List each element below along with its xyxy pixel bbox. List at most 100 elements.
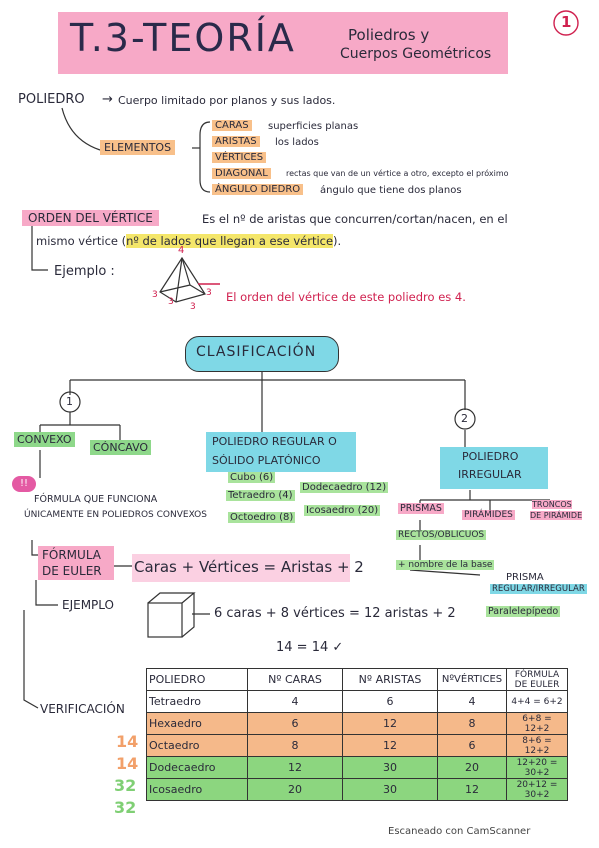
branch-number-2: 2 [461,412,468,425]
orden-label: ORDEN DEL VÉRTICE [22,210,159,226]
table-row: Tetraedro 4 6 4 4+4 = 6+2 [146,690,568,713]
clasificacion-box [185,336,339,372]
cell-poliedro: Icosaedro [146,778,248,801]
table-row: Hexaedro 6 12 8 6+8 = 12+2 [146,712,568,735]
element-caras: CARAS [212,120,252,131]
solid-octoedro: Octoedro (8) [228,512,296,523]
verificacion-table: POLIEDRO Nº CARAS Nº ARISTAS NºVÉRTICES … [146,668,568,801]
troncos-label-2: DE PIRÁMIDE [530,511,583,520]
cell-caras: 20 [247,778,343,801]
irregular-label-2: IRREGULAR [458,468,522,481]
solid-dodecaedro: Dodecaedro (12) [300,482,389,493]
prismas-label: PRISMAS [398,503,444,514]
table-row: Octaedro 8 12 6 8+6 = 12+2 [146,734,568,757]
formula-ejemplo-label: EJEMPLO [62,598,114,612]
solid-icosaedro: Icosaedro (20) [304,505,381,516]
convexo-label: CONVEXO [14,432,75,447]
troncos-label-1: TRONCOS [532,500,572,509]
header-caras: Nº CARAS [247,668,343,691]
orden-def-line2: mismo vértice (nº de lados que llegan a … [36,234,341,248]
orden-def-2b: nº de lados que llegan a ese vértice [126,234,334,248]
subtitle-line1: Poliedros y [348,26,430,44]
ejemplo-result: 14 = 14 ✓ [276,640,344,655]
cell-aristas: 30 [342,778,438,801]
cell-poliedro: Dodecaedro [146,756,248,779]
table-row: Icosaedro 20 30 12 20+12 = 30+2 [146,778,568,801]
page-title: T.3-TEORÍA [70,16,296,60]
header-poliedro: POLIEDRO [146,668,248,691]
pyramid-order-2: 3 [168,297,174,307]
regular-box [206,432,356,472]
row-sum-icosaedro: 32 [114,798,137,817]
element-angulo-desc: ángulo que tiene dos planos [320,185,462,196]
cell-poliedro: Hexaedro [146,712,248,735]
element-vertices: VÉRTICES [212,152,267,163]
pyramid-order-3: 3 [190,302,196,312]
regular-label-2: SÓLIDO PLATÓNICO [212,454,321,467]
solid-cubo: Cubo (6) [228,472,276,483]
euler-formula: Caras + Vértices = Aristas + 2 [134,558,364,576]
formula-label-2: DE EULER [42,564,102,578]
cell-euler: 20+12 = 30+2 [506,778,568,801]
ejemplo-equation: 6 caras + 8 vértices = 12 aristas + 2 [214,606,456,621]
branch-number-1: 1 [66,395,73,408]
verificacion-label: VERIFICACIÓN [40,702,125,716]
pyramid-order-4: 3 [206,288,212,298]
cell-aristas: 12 [342,712,438,735]
orden-def-2c: ). [333,234,342,248]
element-caras-desc: superficies planas [268,121,359,132]
header-euler: FÓRMULA DE EULER [506,668,568,691]
poliedro-definition: Cuerpo limitado por planos y sus lados. [118,94,336,107]
cell-aristas: 30 [342,756,438,779]
orden-def-2a: mismo vértice ( [36,234,127,248]
cell-aristas: 12 [342,734,438,757]
cell-euler: 8+6 = 12+2 [506,734,568,757]
formula-note-2: ÚNICAMENTE EN POLIEDROS CONVEXOS [24,510,207,520]
cell-caras: 4 [247,690,343,713]
cell-vertices: 8 [437,712,507,735]
orden-ejemplo-text: El orden del vértice de este poliedro es… [226,290,466,304]
header-vertices: NºVÉRTICES [437,668,507,691]
cell-euler: 12+20 = 30+2 [506,756,568,779]
cell-caras: 6 [247,712,343,735]
table-row: Dodecaedro 12 30 20 12+20 = 30+2 [146,756,568,779]
irregular-label-1: POLIEDRO [462,450,519,463]
clasificacion-label: CLASIFICACIÓN [196,344,317,360]
rectos-label: RECTOS/OBLICUOS [396,530,487,540]
formula-note-1: FÓRMULA QUE FUNCIONA [34,494,158,505]
row-sum-hexaedro: 14 [116,732,139,751]
poliedro-label: POLIEDRO [18,92,85,107]
orden-ejemplo-label: Ejemplo : [54,264,115,279]
cell-vertices: 12 [437,778,507,801]
element-diagonal: DIAGONAL [212,168,271,179]
formula-label-box [38,546,114,580]
paralelepipedo-label: Paralelepípedo [486,606,561,617]
cell-euler: 6+8 = 12+2 [506,712,568,735]
subtitle-line2: Cuerpos Geométricos [340,46,492,62]
element-diagonal-desc: rectas que van de un vértice a otro, exc… [286,169,509,178]
regular-label-1: POLIEDRO REGULAR O [212,435,337,448]
prisma-label-2: REGULAR/IRREGULAR [490,584,587,594]
pyramid-order-1: 3 [152,290,158,300]
concavo-label: CÓNCAVO [90,440,152,455]
element-aristas-desc: los lados [275,137,319,148]
warning-badge: !! [12,476,36,492]
header-aristas: Nº ARISTAS [342,668,438,691]
cell-aristas: 6 [342,690,438,713]
poliedro-arrow: → [102,92,113,107]
irregular-box [440,447,548,489]
euler-formula-box [132,554,350,582]
cell-vertices: 20 [437,756,507,779]
cell-poliedro: Tetraedro [146,690,248,713]
nombre-base-label: + nombre de la base [396,560,495,570]
pyramid-top-order: 4 [178,245,185,256]
title-box [58,12,508,74]
orden-def-line1: Es el nº de aristas que concurren/cortan… [202,212,508,226]
page-number: 1 [561,13,572,31]
cell-caras: 8 [247,734,343,757]
footer-scanner-text: Escaneado con CamScanner [388,826,531,837]
element-angulo: ÁNGULO DIEDRO [212,184,304,195]
formula-label-1: FÓRMULA [42,548,101,562]
elementos-label: ELEMENTOS [100,140,176,155]
solid-tetraedro: Tetraedro (4) [226,490,295,501]
